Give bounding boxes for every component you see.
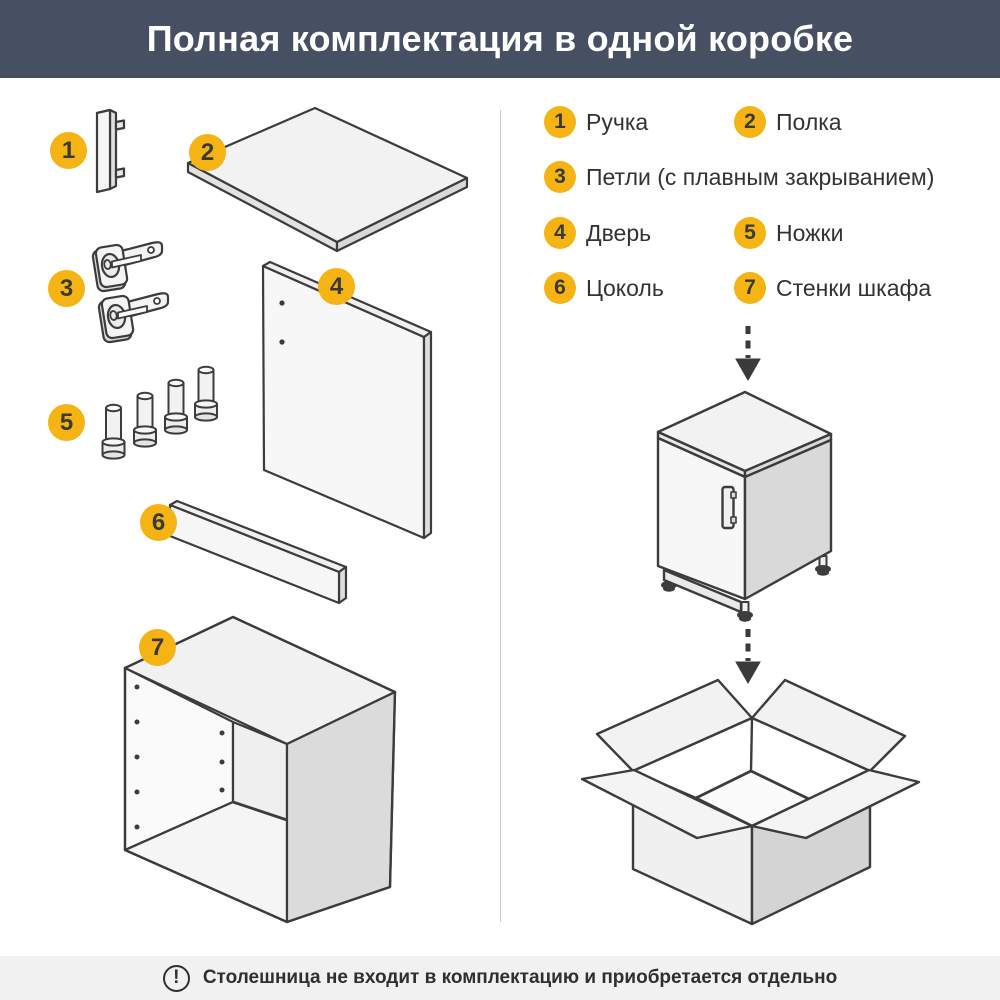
cabinet-walls-illustration — [123, 615, 397, 924]
header-banner: Полная комплектация в одной коробке — [0, 0, 1000, 78]
assembled-cabinet-illustration — [656, 390, 833, 622]
part-badge-6: 6 — [140, 504, 177, 541]
legend-label-2: Полка — [776, 109, 842, 135]
part-badge-4: 4 — [318, 268, 355, 305]
footer-note-bar: ! Столешница не входит в комплектацию и … — [0, 956, 1000, 1000]
legend-badge-1: 1 — [544, 106, 576, 138]
plinth-illustration — [168, 499, 348, 605]
page-title: Полная комплектация в одной коробке — [146, 18, 854, 59]
door-illustration — [261, 260, 433, 540]
part-badge-5: 5 — [48, 404, 85, 441]
legend-label-5: Ножки — [776, 220, 844, 246]
legend-badge-6: 6 — [544, 272, 576, 304]
legend-badge-4: 4 — [544, 217, 576, 249]
exclamation-circle-icon: ! — [162, 964, 190, 992]
part-badge-1: 1 — [50, 132, 87, 169]
hinges-illustration — [90, 241, 170, 345]
dashed-down-arrow-icon — [736, 629, 760, 683]
legend-badge-5: 5 — [734, 217, 766, 249]
exploded-parts — [90, 106, 469, 924]
part-badge-3: 3 — [48, 270, 85, 307]
part-badge-7: 7 — [139, 629, 176, 666]
open-box-illustration — [580, 678, 921, 926]
legend-badge-2: 2 — [734, 106, 766, 138]
shelf-illustration — [186, 106, 469, 253]
vertical-divider — [500, 110, 501, 922]
dashed-down-arrow-icon — [736, 326, 760, 380]
cabinet-handle-icon — [721, 485, 737, 530]
legend-label-1: Ручка — [586, 109, 649, 135]
handle-illustration — [95, 108, 126, 194]
legend-label-4: Дверь — [586, 220, 652, 246]
legend-badge-7: 7 — [734, 272, 766, 304]
footer-note-text: Столешница не входит в комплектацию и пр… — [202, 967, 838, 988]
legend-badge-3: 3 — [544, 161, 576, 193]
legs-illustration — [101, 365, 219, 460]
legend-label-3: Петли (с плавным закрыванием) — [586, 164, 935, 190]
part-badge-2: 2 — [189, 134, 226, 171]
legend-label-6: Цоколь — [586, 275, 664, 301]
legend-label-7: Стенки шкафа — [776, 275, 932, 301]
